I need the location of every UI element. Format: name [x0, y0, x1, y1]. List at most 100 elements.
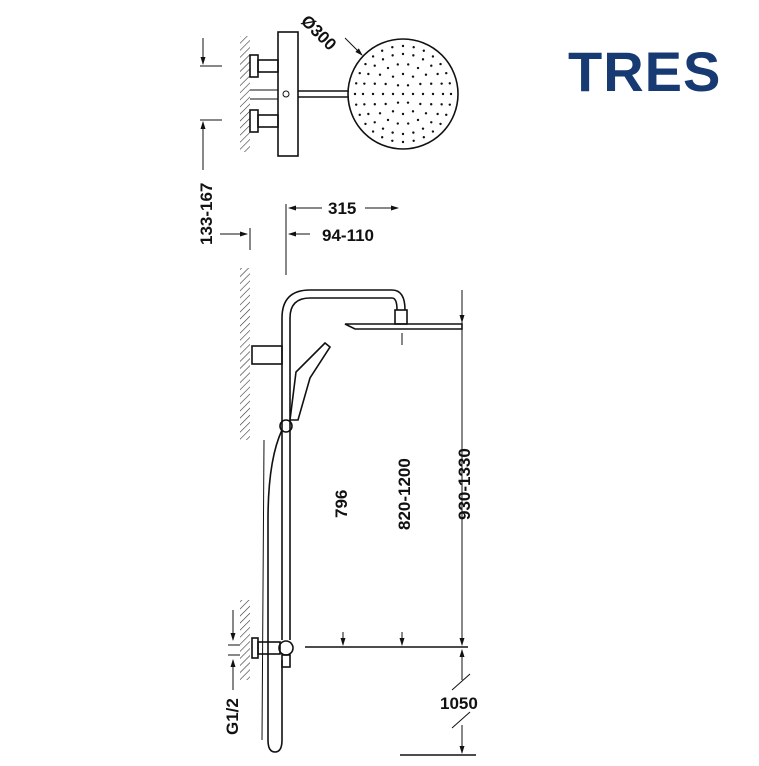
nozzle-dot [421, 92, 425, 96]
nozzle-dot [381, 58, 385, 61]
side-view [228, 268, 476, 756]
nozzle-dot [391, 139, 394, 142]
nozzle-dot [416, 118, 420, 122]
nozzle-dot [380, 136, 384, 139]
nozzle-dot [391, 46, 394, 49]
nozzle-dot [411, 92, 415, 96]
nozzle-dot [411, 110, 415, 113]
nozzle-dot [367, 72, 370, 76]
nozzle-dot [419, 102, 422, 106]
nozzle-dot [373, 121, 376, 124]
nozzle-dot [411, 75, 415, 78]
nozzle-dot [419, 82, 422, 86]
dim-total-height: 930-1330 [455, 448, 474, 520]
nozzle-dot [355, 103, 358, 106]
wall-hatch [240, 36, 250, 152]
shower-head-side [344, 323, 463, 330]
hand-shower [289, 341, 332, 421]
dim-head-diameter: Ø300 [297, 11, 340, 54]
nozzle-dot [416, 66, 420, 70]
nozzle-dot [436, 112, 439, 116]
dim-rail-height: 796 [332, 490, 351, 518]
nozzle-dot [401, 52, 405, 56]
nozzle-dot [448, 82, 451, 85]
nozzle-dot [396, 63, 399, 66]
nozzle-dot [364, 62, 367, 66]
nozzle-dot [430, 64, 433, 67]
nozzle-dot [431, 55, 435, 58]
nozzle-dot [406, 101, 410, 104]
nozzle-dot [422, 49, 426, 52]
nozzle-dot [445, 113, 448, 117]
nozzle-pattern [353, 44, 453, 144]
dim-valve-depth: 133-167 [197, 183, 216, 245]
nozzle-dot [358, 113, 361, 117]
nozzle-dot [371, 130, 375, 133]
nozzle-dot [401, 132, 405, 136]
nozzle-dot [381, 127, 385, 130]
shower-hose [267, 429, 283, 753]
nozzle-dot [381, 92, 385, 96]
nozzle-dot [373, 103, 377, 106]
nozzle-dot [378, 112, 382, 115]
nozzle-dot [406, 84, 410, 87]
nozzle-dot [396, 101, 400, 104]
nozzle-dot [355, 82, 358, 85]
dim-mount-height: 1050 [440, 694, 478, 713]
nozzle-dot [407, 122, 410, 125]
nozzle-dot [421, 127, 425, 130]
nozzle-dot [431, 92, 435, 96]
nozzle-dot [401, 92, 405, 96]
nozzle-dot [407, 63, 410, 66]
nozzle-dot [391, 75, 395, 78]
nozzle-dot [445, 71, 448, 75]
nozzle-dot [440, 82, 443, 85]
nozzle-dot [384, 82, 387, 86]
nozzle-dot [412, 46, 415, 49]
wall-hatch [240, 268, 250, 440]
nozzle-dot [412, 139, 415, 142]
nozzle-dot [424, 73, 428, 76]
nozzle-dot [363, 82, 366, 85]
nozzle-dot [429, 103, 433, 106]
nozzle-dot [371, 55, 375, 58]
nozzle-dot [353, 92, 357, 96]
nozzle-dot [422, 136, 426, 139]
valve-connection [251, 637, 259, 659]
nozzle-dot [391, 131, 394, 134]
nozzle-dot [380, 49, 384, 52]
nozzle-dot [448, 103, 451, 106]
nozzle-dot [391, 92, 395, 96]
nozzle-dot [358, 71, 361, 75]
nozzle-dot [412, 54, 415, 57]
nozzle-dot [412, 131, 415, 134]
nozzle-dot [441, 92, 445, 96]
dim-adjustable-height: 820-1200 [395, 458, 414, 530]
wall-bracket [251, 345, 283, 365]
nozzle-dot [391, 110, 395, 113]
shower-head-top [347, 38, 459, 150]
thermostat-body [277, 31, 299, 157]
shower-column [281, 289, 406, 640]
brand-logo: TRES [568, 40, 722, 103]
nozzle-dot [391, 54, 394, 57]
dim-arm-length: 315 [328, 199, 356, 218]
nozzle-dot [439, 122, 442, 126]
nozzle-dot [367, 112, 370, 116]
nozzle-dot [371, 92, 375, 96]
dim-wall-offset: 94-110 [322, 226, 374, 245]
nozzle-dot [401, 72, 405, 76]
nozzle-dot [386, 118, 390, 122]
nozzle-dot [363, 103, 366, 106]
nozzle-dot [396, 84, 400, 87]
nozzle-dot [401, 140, 405, 144]
nozzle-dot [373, 82, 377, 85]
nozzle-dot [424, 112, 428, 115]
nozzle-dot [401, 44, 405, 48]
nozzle-dot [449, 92, 453, 96]
nozzle-dot [361, 92, 365, 96]
nozzle-dot [378, 73, 382, 76]
nozzle-dot [421, 58, 425, 61]
nozzle-dot [429, 82, 433, 85]
